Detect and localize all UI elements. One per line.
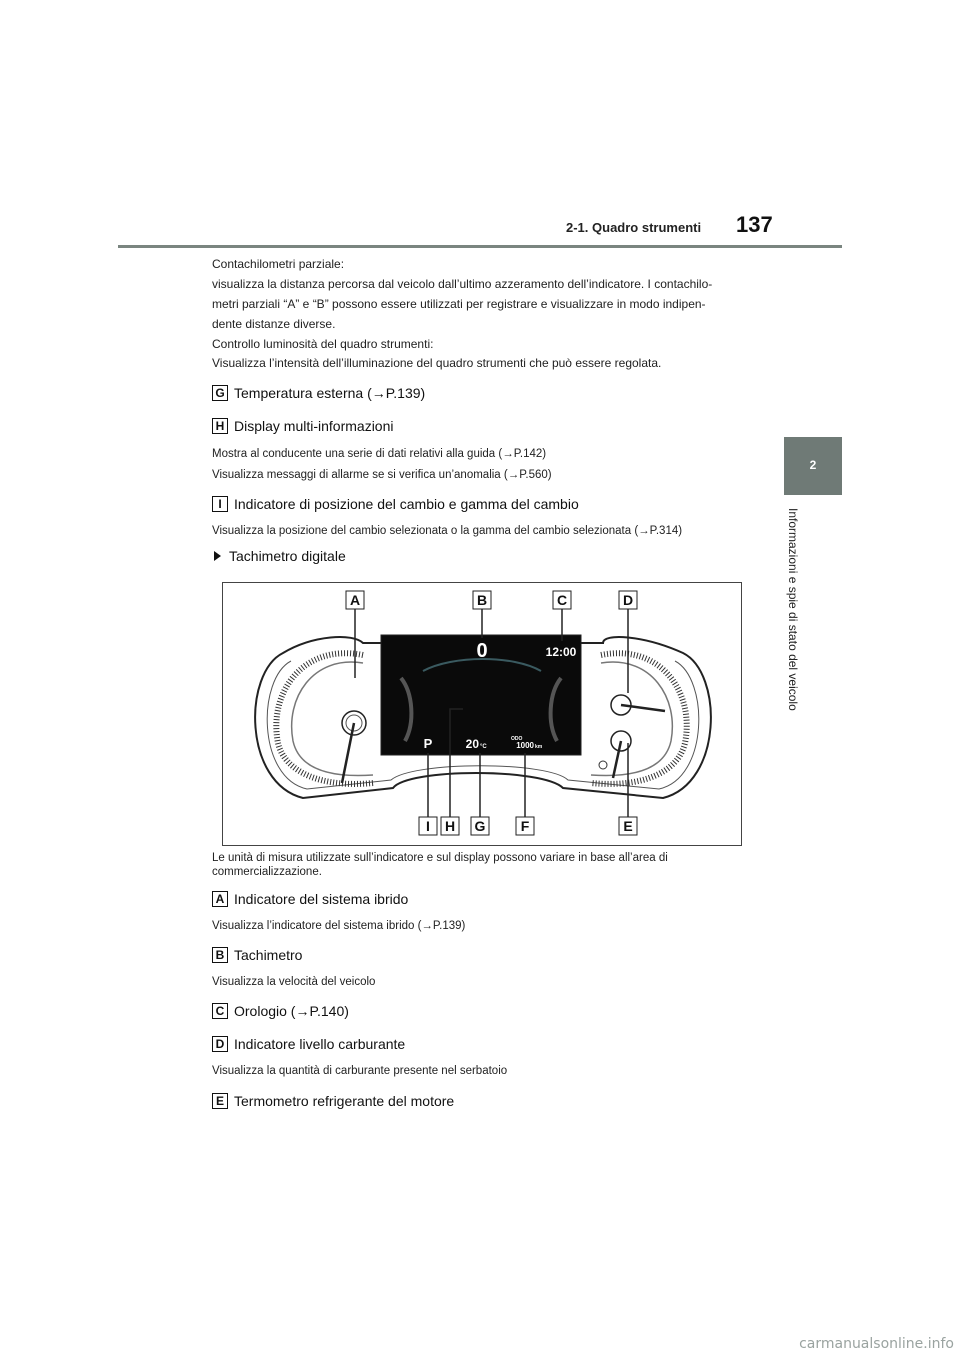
temp-readout: 20	[466, 737, 480, 751]
item-d: D Indicatore livello carburante	[212, 1034, 405, 1054]
intro-line-2: visualizza la distanza percorsa dal veic…	[212, 277, 713, 291]
intro-line-1: Contachilometri parziale:	[212, 257, 345, 271]
intro-line-4: dente distanze diverse.	[212, 317, 336, 331]
figure-label-f: F	[521, 818, 530, 834]
page-number: 137	[736, 212, 773, 237]
odo-readout: 1000	[516, 741, 534, 750]
item-b: B Tachimetro	[212, 945, 302, 965]
chapter-tab: 2	[784, 437, 842, 495]
item-a-title: Indicatore del sistema ibrido	[234, 891, 409, 907]
temp-unit: °C	[480, 744, 487, 750]
badge-g: G	[212, 385, 228, 401]
figure-label-b: B	[477, 592, 487, 608]
item-i: I Indicatore di posizione del cambio e g…	[212, 494, 579, 514]
item-d-desc: Visualizza la quantità di carburante pre…	[212, 1065, 508, 1077]
odo-label: ODO	[511, 736, 523, 742]
badge-b: B	[212, 947, 228, 963]
cluster-illustration: A B C D I H G F E 0 12:00 P 20 °C ODO 10…	[254, 590, 712, 836]
instrument-cluster-figure: A B C D I H G F E 0 12:00 P 20 °C ODO 10…	[222, 582, 742, 846]
item-c-title: Orologio (→P.140)	[234, 1003, 349, 1019]
badge-e: E	[212, 1093, 228, 1109]
item-g-title: Temperatura esterna (→P.139)	[234, 385, 426, 401]
gear-readout: P	[424, 736, 433, 751]
header-rule	[118, 245, 842, 248]
watermark: carmanualsonline.info	[799, 1336, 954, 1352]
item-b-desc: Visualizza la velocità del veicolo	[212, 976, 376, 988]
speed-readout: 0	[476, 640, 487, 662]
figure-label-e: E	[623, 818, 632, 834]
item-c: C Orologio (→P.140)	[212, 1001, 349, 1021]
clock-readout: 12:00	[546, 645, 577, 659]
badge-d: D	[212, 1036, 228, 1052]
item-i-desc: Visualizza la posizione del cambio selez…	[212, 525, 683, 537]
chapter-number: 2	[809, 458, 817, 472]
item-e-title: Termometro refrigerante del motore	[234, 1093, 455, 1109]
figure-label-i: I	[426, 818, 430, 834]
digital-speedometer-bullet: Tachimetro digitale	[214, 548, 346, 564]
figure-label-d: D	[623, 592, 633, 608]
chapter-label: Informazioni e spie di stato del veicolo	[786, 508, 800, 711]
item-h-desc-1: Mostra al conducente una serie di dati r…	[212, 448, 547, 460]
item-b-title: Tachimetro	[234, 947, 303, 963]
item-g: G Temperatura esterna (→P.139)	[212, 383, 425, 403]
bullet-title: Tachimetro digitale	[229, 548, 346, 564]
intro-line-3: metri parziali “A” e “B” possono essere …	[212, 297, 706, 311]
figure-note: Le unità di misura utilizzate sull’indic…	[212, 852, 668, 878]
item-h-desc-2: Visualizza messaggi di allarme se si ver…	[212, 469, 552, 481]
odo-unit: km	[535, 744, 543, 750]
item-h: H Display multi-informazioni	[212, 416, 394, 436]
intro-line-5: Controllo luminosità del quadro strument…	[212, 337, 434, 351]
item-a-desc: Visualizza l’indicatore del sistema ibri…	[212, 920, 466, 932]
badge-h: H	[212, 418, 228, 434]
badge-a: A	[212, 891, 228, 907]
item-i-title: Indicatore di posizione del cambio e gam…	[234, 496, 579, 512]
item-h-title: Display multi-informazioni	[234, 418, 394, 434]
intro-line-6: Visualizza l’intensità dell’illuminazion…	[212, 356, 662, 370]
item-e: E Termometro refrigerante del motore	[212, 1091, 454, 1111]
item-a: A Indicatore del sistema ibrido	[212, 889, 408, 909]
item-d-title: Indicatore livello carburante	[234, 1036, 406, 1052]
figure-label-g: G	[475, 818, 486, 834]
section-title: 2-1. Quadro strumenti	[566, 220, 702, 235]
bullet-triangle-icon	[214, 551, 221, 561]
figure-label-h: H	[445, 818, 455, 834]
figure-label-c: C	[557, 592, 567, 608]
badge-i: I	[212, 496, 228, 512]
badge-c: C	[212, 1003, 228, 1019]
figure-label-a: A	[350, 592, 360, 608]
